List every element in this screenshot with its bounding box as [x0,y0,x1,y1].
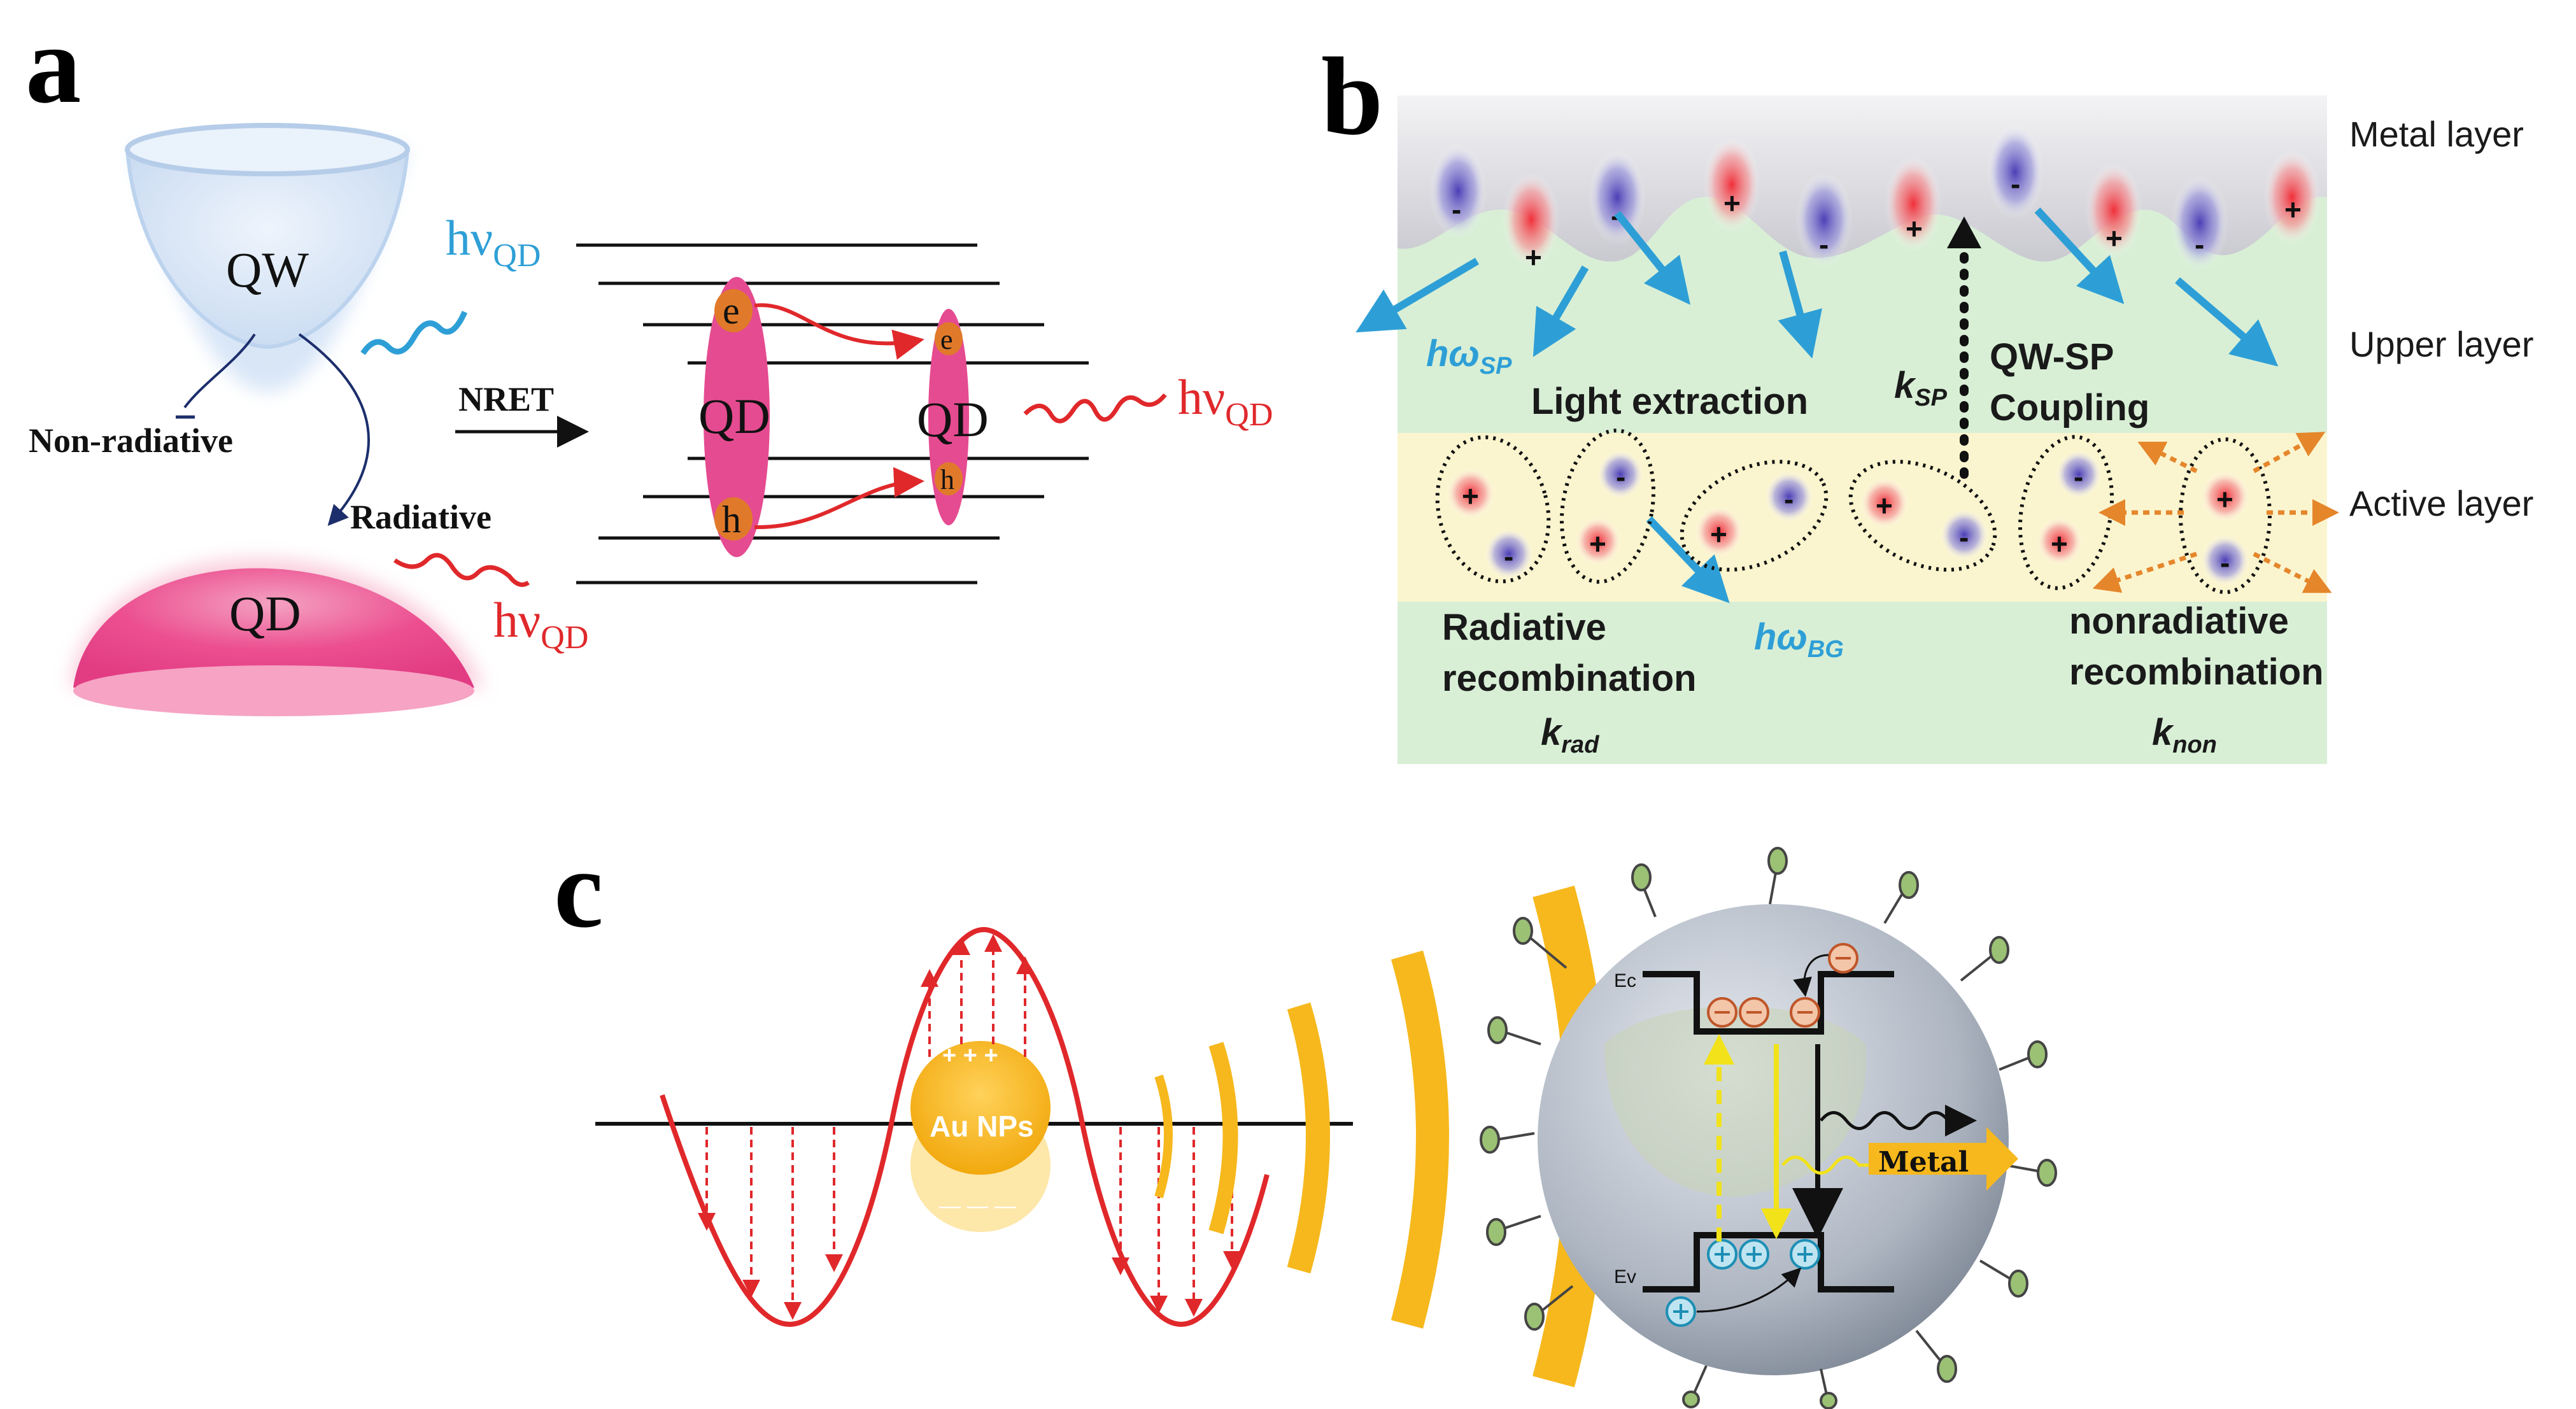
svg-text:+: + [2051,527,2068,560]
nret-label: NRET [458,380,554,418]
svg-text:+: + [1462,479,1479,513]
hole-transfer-arrow [754,467,924,530]
active-layer-label: Active layer [2349,483,2533,523]
panel-c-letter: c [554,827,604,951]
non-radiative-label: Non-radiative [29,421,233,460]
k-non: knon [2152,712,2217,758]
non-radiative-arrow [183,333,256,409]
h-omega-bg: hωBG [1754,616,1844,663]
photon-red-right [1023,393,1167,423]
svg-text:-: - [1616,460,1625,493]
yellow-wave [1781,1156,1875,1175]
au-nps-label: Au NPs [930,1110,1034,1143]
svg-text:-: - [1452,193,1461,226]
metal-arrow [1869,1127,2018,1191]
panel-a-letter: a [25,3,81,126]
ksp-arrowhead [1947,216,1981,248]
recombination2-label: recombination [2069,651,2324,693]
au-plus-signs: + + + [942,1042,998,1069]
ec-label: Ec [1614,970,1636,991]
exciton-charges [1447,450,2249,586]
panel-b-letter: b [1321,34,1383,158]
svg-text:-: - [2195,228,2204,261]
hole-right [935,462,963,495]
h-omega-sp: hωSP [1426,333,1512,379]
svg-text:+: + [1525,241,1542,274]
energy-levels [576,243,1089,584]
valence-holes [1666,1239,1820,1327]
electron-right [935,322,963,355]
hv-qd-blue: hνQD [446,210,541,274]
hole-left-label: h [722,499,741,541]
field-arrows [698,934,1241,1320]
qw-bowl [125,123,410,392]
svg-text:-: - [2220,546,2230,579]
electron-left [714,289,753,332]
qw-label: QW [226,242,309,297]
hv-qd-red-right: hνQD [1178,369,1273,433]
qd-label-right: QD [917,392,989,447]
energy-to-metal-wave [1820,1105,1977,1136]
qd-ellipse-left [704,277,770,557]
au-minus-signs: — — — [939,1194,1016,1218]
hole-left [714,497,753,541]
hole-capture-arrow [1696,1267,1802,1313]
k-rad: krad [1541,712,1599,758]
svg-text:+: + [2216,483,2233,516]
coupling-label: Coupling [1990,387,2149,428]
electron-transfer-arrow [754,303,924,360]
panel-c: c Au NPs + + + — — — [554,827,2057,1409]
qd-dome [70,558,484,716]
em-wave [660,926,1270,1328]
hole-right-label: h [940,464,954,495]
conduction-electrons [1707,943,1858,1028]
extraction-arrows [1355,207,2279,604]
svg-text:+: + [1710,518,1727,551]
recombination-label: recombination [1442,658,1697,699]
electron-capture-arrow [1793,954,1829,997]
photon-red-bottom [393,553,530,587]
exciton-signs: + - - + + - + - - + + - [1462,460,2233,579]
svg-text:-: - [1784,483,1794,516]
svg-text:+: + [1723,187,1741,220]
photon-blue [360,311,468,355]
band-diagram [1643,971,1894,1292]
core-region [1604,1006,1867,1197]
svg-text:-: - [1959,521,1969,554]
electron-right-label: e [940,324,953,355]
radiative-label: Radiative [350,498,492,536]
svg-text:+: + [2105,222,2123,255]
panel-a: a QW QD Non-radiative Radiative hνQD hνQ… [25,3,1273,716]
svg-text:+: + [1876,489,1893,522]
svg-text:+: + [2284,193,2302,226]
svg-text:-: - [2074,460,2083,493]
svg-text:+: + [1906,212,1923,245]
qd-label-left: QD [698,388,770,444]
electron-left-label: e [723,290,740,332]
metal-layer-label: Metal layer [2349,114,2524,154]
light-extraction-label: Light extraction [1531,381,1808,422]
svg-text:-: - [1819,228,1829,261]
nonradiative-label: nonradiative [2069,600,2289,642]
k-sp: kSP [1894,365,1948,411]
qw-sp-label: QW-SP [1990,336,2114,378]
au-np [910,1041,1051,1175]
metal-label: Metal [1878,1146,1969,1179]
ev-label: Ev [1614,1266,1636,1287]
surface-charges [1429,124,2321,271]
qd-label-bottom: QD [229,586,301,641]
active-layer-bg [1398,433,2327,602]
radiative-label-b: Radiative [1442,607,1606,648]
ligands [1480,847,2057,1409]
svg-text:+: + [1589,527,1606,560]
radiative-arrow [298,333,370,526]
svg-text:-: - [1504,540,1513,573]
hv-qd-red-bottom: hνQD [493,592,588,656]
upper-layer-label: Upper layer [2349,324,2533,364]
nonradiative-arrows [2092,432,2339,593]
svg-text:-: - [2011,167,2020,201]
panel-b: b - + - + - + - + - + [1321,34,2533,764]
